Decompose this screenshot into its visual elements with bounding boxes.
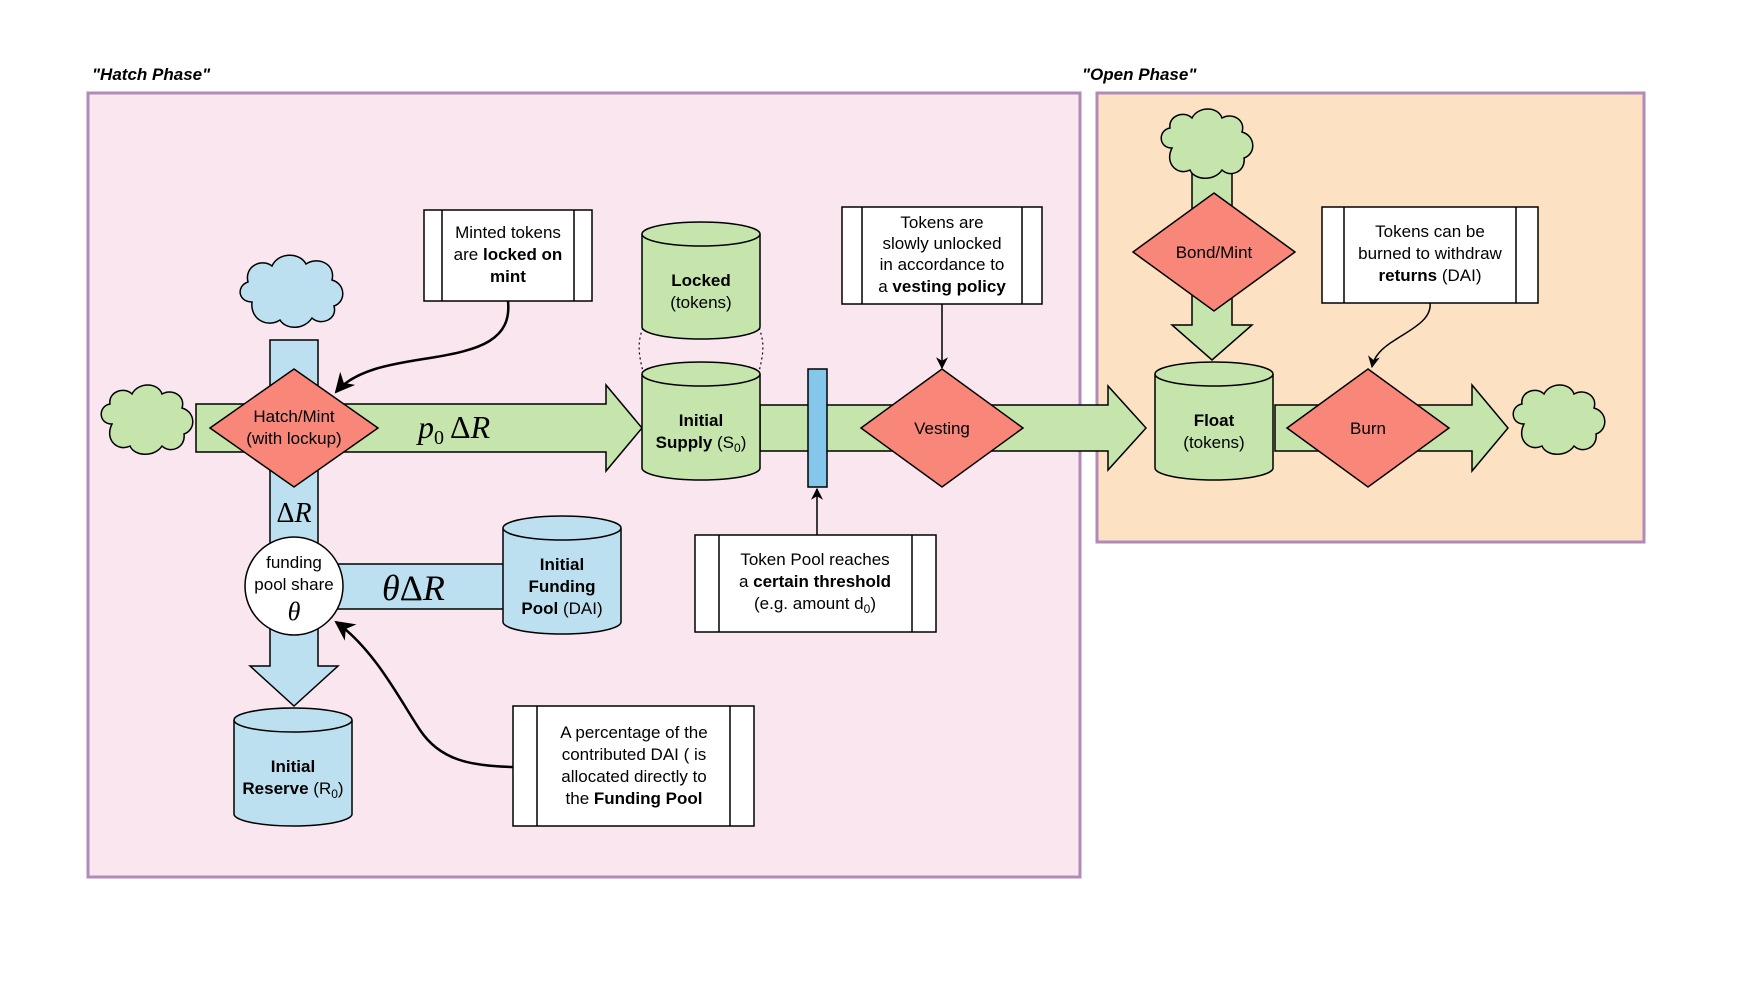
svg-text:slowly unlocked: slowly unlocked [882,234,1001,253]
threshold-bar [807,368,828,488]
svg-text:Tokens can be: Tokens can be [1375,222,1485,241]
flow-label-delta-r: ΔR [276,498,311,529]
cloud-icon-green-left [100,384,194,455]
note-tokens-burned: Tokens can be burned to withdraw returns… [1321,206,1539,304]
svg-text:Minted tokens: Minted tokens [455,223,561,242]
funding-pool-share-circle: funding pool share θ [244,536,344,636]
note-vesting-policy: Tokens are slowly unlocked in accordance… [841,206,1043,305]
hatch-mint-diamond: Hatch/Mint (with lockup) [208,368,380,488]
svg-text:(e.g. amount d0): (e.g. amount d0) [754,594,876,616]
blue-horizontal-flow-theta [319,563,513,610]
hatch-mint-sublabel: (with lockup) [246,429,341,448]
funding-share-label-1: funding [266,553,322,572]
initial-funding-pool-cylinder: Initial Funding Pool (DAI) [502,515,622,635]
hatch-mint-label: Hatch/Mint [253,407,335,426]
svg-text:burned to withdraw: burned to withdraw [1358,244,1502,263]
svg-text:a certain threshold: a certain threshold [739,572,891,591]
locked-sublabel: (tokens) [670,293,731,312]
connector-burned-note-to-burn [1368,302,1431,369]
locked-supply-dotted-link-left [638,327,644,373]
svg-text:returns (DAI): returns (DAI) [1379,266,1482,285]
svg-text:A percentage of the: A percentage of the [560,723,707,742]
svg-text:in accordance to: in accordance to [880,255,1005,274]
float-label: Float [1194,411,1235,430]
funding-share-label-2: pool share [254,575,333,594]
connector-percentage-to-share [334,620,514,769]
locked-supply-dotted-link-right [758,327,764,373]
bond-mint-label: Bond/Mint [1176,243,1253,262]
vesting-label: Vesting [914,419,970,438]
svg-text:are locked on: are locked on [454,245,563,264]
note-threshold: Token Pool reaches a certain threshold (… [694,534,937,633]
funding-pool-label-1: Initial [540,555,584,574]
note-minted-tokens: Minted tokens are locked on mint [423,209,593,302]
svg-text:Token Pool reaches: Token Pool reaches [740,550,889,569]
svg-text:contributed DAI ( is: contributed DAI ( is [562,745,707,764]
svg-text:the Funding Pool: the Funding Pool [566,789,703,808]
funding-pool-label-2: Funding [528,577,595,596]
initial-supply-sublabel: Supply (S0) [656,433,747,455]
initial-reserve-cylinder: Initial Reserve (R0) [233,707,353,827]
cloud-icon-green-top [1160,108,1254,179]
locked-label: Locked [671,271,731,290]
cloud-icon-green-right [1512,384,1606,455]
svg-text:allocated directly to: allocated directly to [561,767,707,786]
burn-label: Burn [1350,419,1386,438]
open-phase-title: "Open Phase" [1082,65,1197,84]
hatch-phase-title: "Hatch Phase" [92,65,211,84]
connector-minted-to-hatch [334,300,510,394]
float-cylinder: Float (tokens) [1154,361,1274,481]
burn-diamond: Burn [1285,368,1451,488]
vesting-diamond: Vesting [859,368,1025,488]
initial-reserve-sublabel: Reserve (R0) [242,779,343,801]
cloud-icon-blue [239,254,344,328]
svg-text:a vesting policy: a vesting policy [878,277,1006,296]
svg-text:mint: mint [490,267,526,286]
initial-supply-cylinder: Initial Supply (S0) [641,361,761,481]
initial-supply-label: Initial [679,411,723,430]
funding-pool-label-3: Pool (DAI) [521,599,602,618]
funding-share-theta: θ [288,597,301,626]
flow-label-theta-delta-r: θΔR [382,568,445,608]
bond-mint-diamond: Bond/Mint [1131,192,1297,312]
initial-reserve-label: Initial [271,757,315,776]
note-percentage-contributed: A percentage of the contributed DAI ( is… [512,705,755,827]
float-sublabel: (tokens) [1183,433,1244,452]
svg-text:Tokens are: Tokens are [900,213,983,232]
locked-tokens-cylinder: Locked (tokens) [641,221,761,340]
